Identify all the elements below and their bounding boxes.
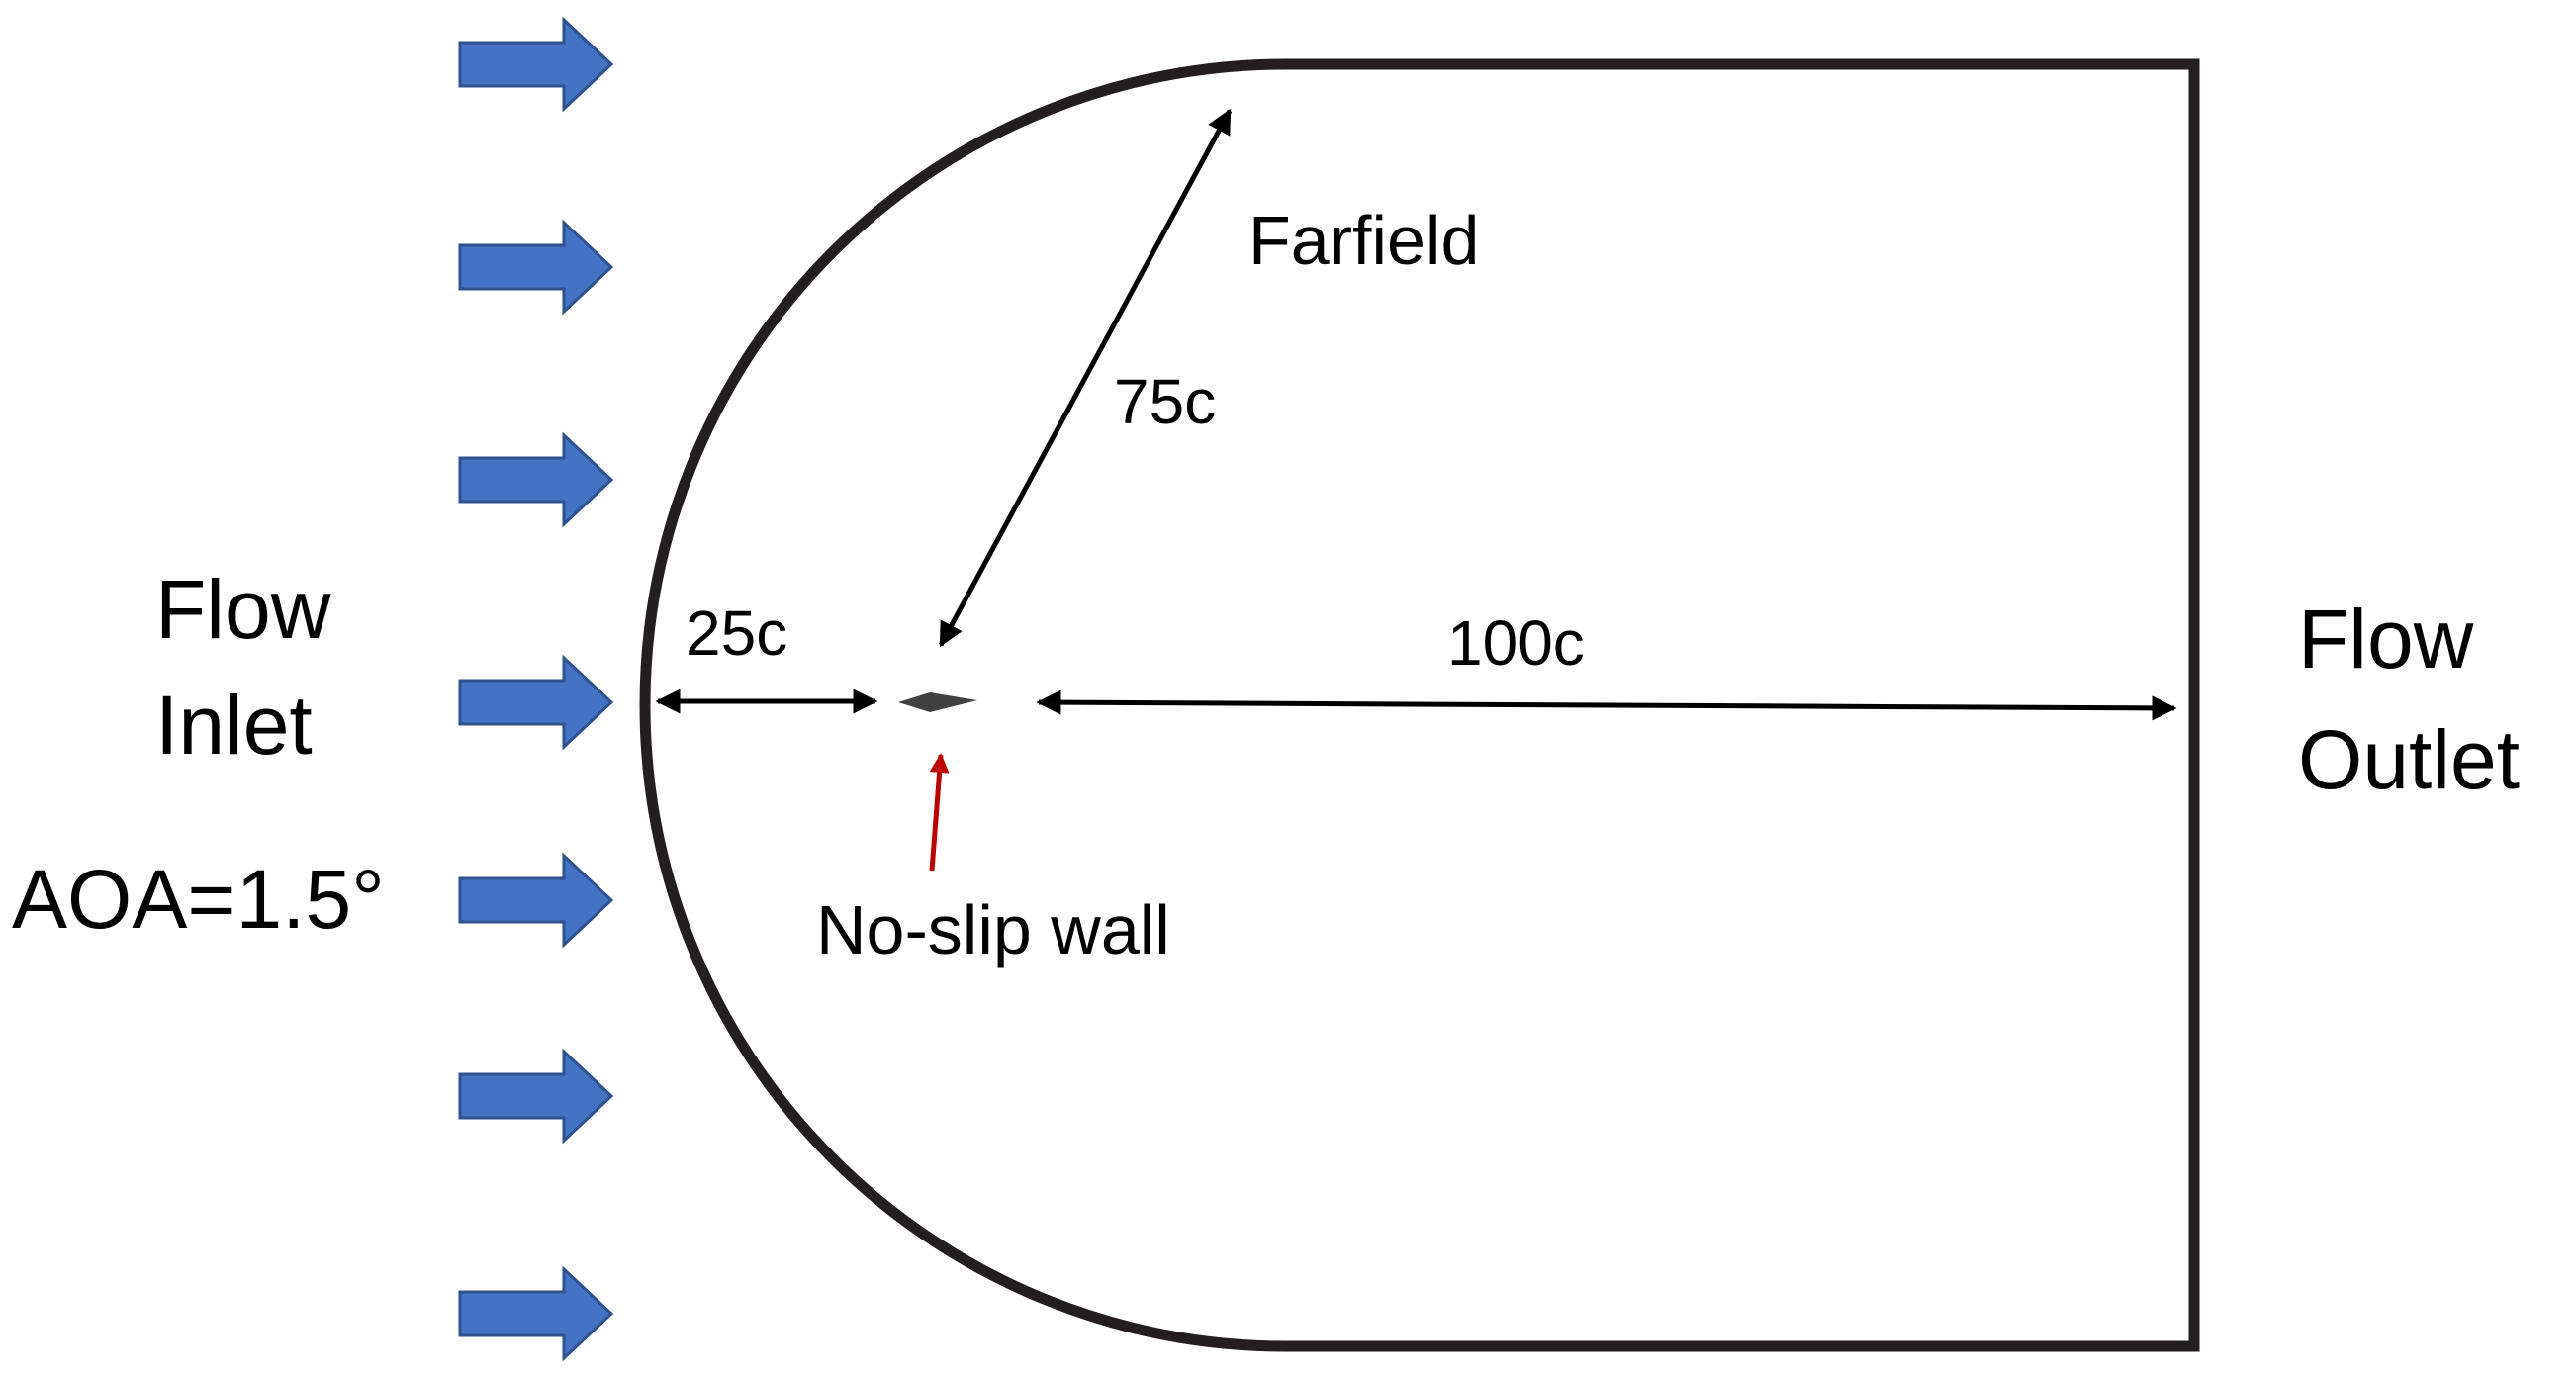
radius-dimension-arrow	[938, 108, 1233, 648]
inlet-label-line1: Flow	[155, 563, 331, 656]
downstream-dimension-arrow	[1036, 689, 2177, 721]
outlet-label-line2: Outlet	[2298, 713, 2520, 806]
inflow-arrow-icon	[458, 852, 614, 949]
upstream-dimension-label: 25c	[686, 597, 787, 669]
wall-pointer-arrow	[929, 753, 950, 872]
downstream-dimension-label: 100c	[1447, 607, 1585, 679]
outlet-label-line1: Flow	[2298, 593, 2474, 686]
inflow-arrow-icon	[458, 1048, 614, 1145]
no-slip-wall-label: No-slip wall	[816, 891, 1170, 968]
farfield-label: Farfield	[1248, 202, 1479, 279]
inflow-arrow-icon	[458, 1265, 614, 1362]
inflow-arrow-icon	[458, 219, 614, 316]
aoa-label: AOA=1.5°	[12, 853, 385, 946]
inflow-arrows	[458, 16, 614, 1362]
inflow-arrow-icon	[458, 654, 614, 751]
airfoil-shape	[898, 692, 977, 712]
inflow-arrow-icon	[458, 16, 614, 113]
inflow-arrow-icon	[458, 431, 614, 528]
radius-dimension-label: 75c	[1114, 366, 1216, 437]
inlet-label-line2: Inlet	[155, 679, 313, 772]
